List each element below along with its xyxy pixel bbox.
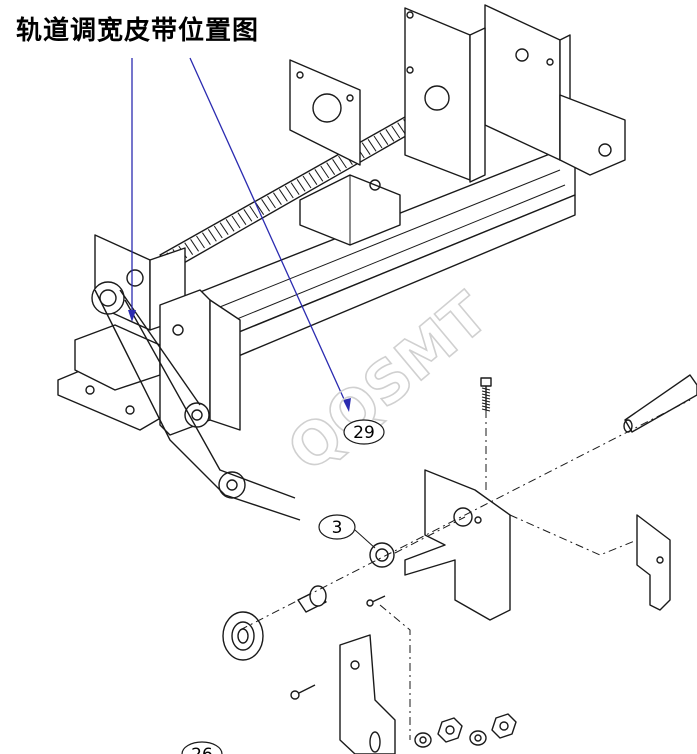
screw-thread-line xyxy=(184,242,194,255)
right-bracket xyxy=(636,514,671,611)
screw-thread-line xyxy=(255,202,265,215)
screw-thread-line xyxy=(207,229,217,242)
washer-1 xyxy=(414,732,432,748)
screw-thread-line xyxy=(267,195,276,209)
screw-thread-line xyxy=(373,135,383,149)
screw-thread-line xyxy=(391,125,401,139)
screw-thread-line xyxy=(231,215,241,229)
bolt-thread-line xyxy=(481,390,491,394)
screw-thread-line xyxy=(367,139,377,152)
callout-3: 3 xyxy=(318,514,376,549)
screw-thread-line xyxy=(213,225,223,239)
screw-thread-line xyxy=(196,235,205,249)
spacer-sleeve xyxy=(297,585,327,613)
screw-thread-line xyxy=(278,189,288,202)
motor-plate xyxy=(289,59,361,166)
slider-block xyxy=(299,174,401,246)
rear-right-plate xyxy=(484,4,571,161)
title-pointers xyxy=(128,57,351,412)
callout-29-label: 29 xyxy=(353,423,375,443)
screw-thread-line xyxy=(308,172,318,185)
bolt-thread-line xyxy=(481,399,491,403)
middle-idler-pulley xyxy=(184,402,210,428)
drive-belt xyxy=(94,289,301,521)
middle-plate xyxy=(404,7,486,183)
nut-2 xyxy=(491,713,517,739)
screw-thread-line xyxy=(385,129,395,142)
screw-thread-line xyxy=(296,179,306,192)
screw-thread-line xyxy=(190,239,199,252)
screw-thread-line xyxy=(261,199,270,212)
screw-thread-line xyxy=(332,159,341,172)
screw-thread-line xyxy=(326,162,336,175)
screw-thread-line xyxy=(284,185,294,199)
small-screw xyxy=(366,595,386,607)
lower-screw xyxy=(290,684,316,700)
screw-thread-line xyxy=(379,132,389,145)
drive-shaft xyxy=(623,374,697,433)
screw-thread-line xyxy=(202,232,211,245)
lower-idler-pulley xyxy=(218,471,246,499)
assembly-centerlines xyxy=(239,399,691,740)
callout-26: 26 xyxy=(181,741,223,754)
screw-thread-line xyxy=(302,175,312,189)
screw-thread-line xyxy=(249,205,259,219)
vertical-bolt xyxy=(480,377,492,412)
screw-thread-line xyxy=(237,212,247,225)
top-belt-pulley xyxy=(91,281,125,315)
bearing xyxy=(369,542,395,568)
bolt-thread-line xyxy=(481,402,491,406)
callout-26-label: 26 xyxy=(191,745,213,754)
diagram-title: 轨道调宽皮带位置图 xyxy=(16,16,260,46)
screw-thread-line xyxy=(219,222,229,235)
callout-3-label: 3 xyxy=(332,518,343,538)
screw-thread-line xyxy=(314,169,324,182)
nut-1 xyxy=(437,717,463,743)
lower-l-bracket xyxy=(339,634,396,754)
large-pulley xyxy=(222,611,264,661)
screw-thread-line xyxy=(361,142,371,155)
bolt-thread-line xyxy=(481,405,491,409)
washer-2 xyxy=(469,730,487,746)
bolt-thread-line xyxy=(481,393,491,397)
rear-support-block xyxy=(559,94,626,176)
screw-thread-line xyxy=(273,192,282,205)
screw-thread-line xyxy=(290,182,300,195)
screw-thread-line xyxy=(225,219,235,232)
front-bracket xyxy=(159,289,241,436)
screw-thread-line xyxy=(320,165,330,179)
callout-29: 29 xyxy=(343,419,385,445)
bearing-bracket xyxy=(404,469,511,621)
bolt-thread-line xyxy=(481,396,491,400)
bolt-thread-line xyxy=(481,387,491,391)
screw-thread-line xyxy=(338,155,347,169)
screw-thread-line xyxy=(243,209,253,222)
